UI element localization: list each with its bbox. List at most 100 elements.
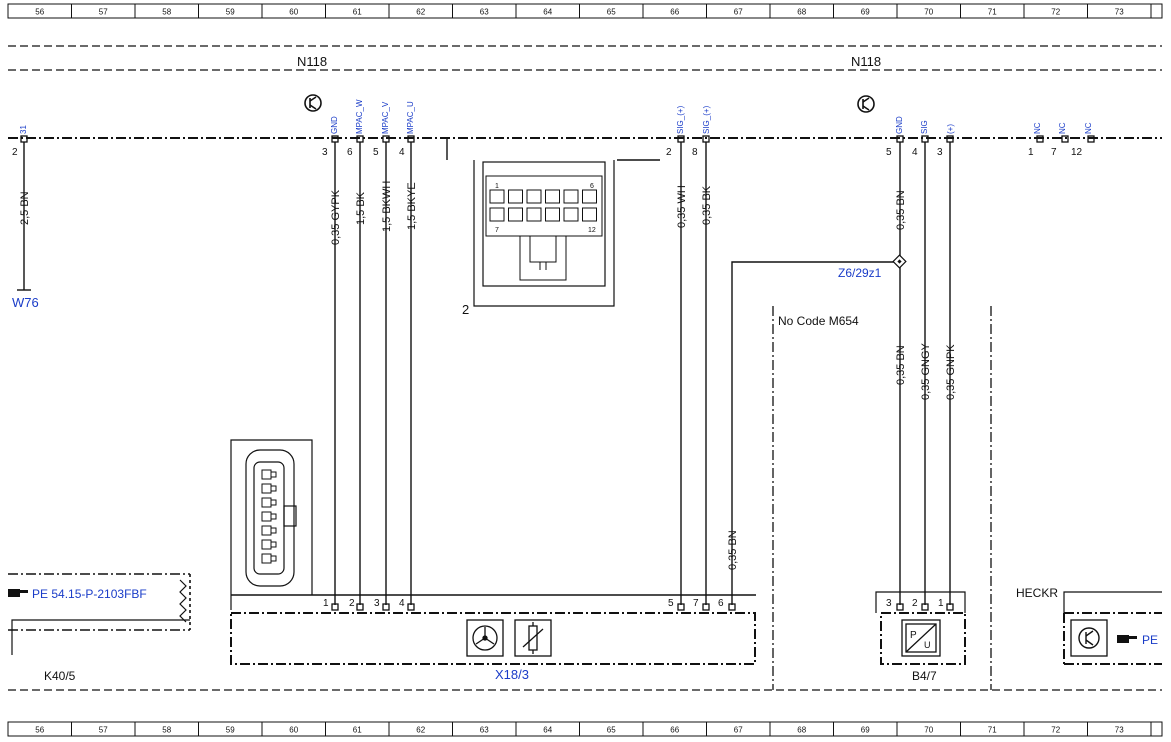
transistor-circle-icon xyxy=(304,94,322,112)
connector-cell xyxy=(582,207,597,222)
pressure-icon-letter: U xyxy=(924,640,931,650)
connector-cell xyxy=(508,207,523,222)
component-x18-3 xyxy=(230,612,756,665)
pin-number: 5 xyxy=(373,147,379,158)
grid-column-label: 60 xyxy=(289,726,298,735)
pin-terminal xyxy=(1036,135,1044,143)
connector-slots xyxy=(261,469,277,564)
grid-column-label: 61 xyxy=(353,726,362,735)
wire-label: 1,5 BK xyxy=(355,191,367,225)
grid-column-label: 67 xyxy=(734,8,743,17)
pin-number: 4 xyxy=(912,147,918,158)
ref-heckr: HECKR xyxy=(1016,586,1058,600)
module-label-n118-left: N118 xyxy=(297,54,327,69)
pin-label-sig: SIG xyxy=(920,120,929,134)
pin-number: 2 xyxy=(349,598,355,609)
grid-column-label: 56 xyxy=(35,726,44,735)
pin-number: 6 xyxy=(718,598,724,609)
module-label-n118-right: N118 xyxy=(851,54,881,69)
pin-number: 1 xyxy=(938,598,944,609)
pin-label-gnd-2: GND xyxy=(895,116,904,134)
ref-pe-54-15: PE 54.15-P-2103FBF xyxy=(32,587,147,601)
grid-column-label: 71 xyxy=(988,726,997,735)
three-phase-motor-icon xyxy=(466,619,504,657)
grid-column-label: 61 xyxy=(353,8,362,17)
connector-slot xyxy=(270,485,277,492)
grid-column-label: 65 xyxy=(607,726,616,735)
pin-number: 7 xyxy=(1051,147,1057,158)
pin-label-nc-2: NC xyxy=(1058,122,1067,134)
ptc-resistor-icon xyxy=(514,619,552,657)
pointing-hand-icon xyxy=(8,589,28,597)
pointing-hand-icon xyxy=(1117,635,1137,643)
pin-label-sig-plus-2: SIG_(+) xyxy=(702,105,711,134)
ref-b4-7: B4/7 xyxy=(912,669,937,683)
wire-label: 0,35 BN xyxy=(895,190,907,230)
connector-slot xyxy=(270,499,277,506)
connector-cell xyxy=(526,189,542,204)
pin-label-gnd: GND xyxy=(330,116,339,134)
wire-label: 0,35 GNPK xyxy=(945,344,957,400)
connector-pin-7: 7 xyxy=(495,227,499,234)
pin-numbers-bottom: 1 2 3 4 5 7 6 3 2 1 xyxy=(323,598,944,609)
grid-column-label: 67 xyxy=(734,726,743,735)
pin-number: 2 xyxy=(666,147,672,158)
grid-column-label: 66 xyxy=(670,726,679,735)
connector-cell xyxy=(526,207,542,222)
code-boundary xyxy=(772,306,992,690)
grid-column-label: 68 xyxy=(797,8,806,17)
wire-label: 0,35 GNGY xyxy=(920,342,932,400)
grid-column-label: 72 xyxy=(1051,8,1060,17)
connector-pin-6: 6 xyxy=(590,183,594,190)
pin-label-sig-plus-1: SIG_(+) xyxy=(676,105,685,134)
pin-number: 3 xyxy=(374,598,380,609)
connector-ref-2: 2 xyxy=(462,302,469,317)
pin-number: 2 xyxy=(12,147,18,158)
grid-column-label: 59 xyxy=(226,8,235,17)
grid-column-label: 58 xyxy=(162,8,171,17)
grid-column-label: 57 xyxy=(99,8,108,17)
grid-column-label: 62 xyxy=(416,726,425,735)
connector-cell xyxy=(489,189,505,204)
connector-pin-12: 12 xyxy=(588,227,596,234)
grid-column-label: 56 xyxy=(35,8,44,17)
pin-number: 8 xyxy=(692,147,698,158)
grid-column-label: 57 xyxy=(99,726,108,735)
pin-number: 2 xyxy=(912,598,918,609)
connector-cell xyxy=(545,189,560,204)
grid-column-label: 70 xyxy=(924,8,933,17)
connector-cell xyxy=(563,207,579,222)
pin-labels: 31 GND MPAC_W MPAC_V MPAC_U SIG_(+) SIG_… xyxy=(19,99,1093,134)
connector-slot xyxy=(270,555,277,562)
ref-w76: W76 xyxy=(12,295,39,310)
ref-pe-right: PE xyxy=(1142,633,1158,647)
component-k40-5 xyxy=(8,573,191,655)
wire-label: 1,5 BKWH xyxy=(381,181,393,232)
splice-point-z6 xyxy=(892,254,907,269)
component-b4-7 xyxy=(875,591,966,665)
grid-column-label: 62 xyxy=(416,8,425,17)
ref-k40-5: K40/5 xyxy=(44,669,76,683)
wire-label: 0,35 BN xyxy=(727,530,739,570)
grid-column-label: 58 xyxy=(162,726,171,735)
pin-number: 6 xyxy=(347,147,353,158)
grid-column-label: 66 xyxy=(670,8,679,17)
pin-label-mpac-u: MPAC_U xyxy=(406,101,415,134)
pressure-sensor-icon xyxy=(901,619,941,657)
connector-cell xyxy=(563,189,579,204)
pin-number: 5 xyxy=(668,598,674,609)
pin-number: 4 xyxy=(399,147,405,158)
pin-label-mpac-v: MPAC_V xyxy=(381,101,390,134)
transistor-circle-icon xyxy=(857,95,875,113)
pressure-icon-letter: P xyxy=(910,630,917,641)
pin-number: 3 xyxy=(937,147,943,158)
wire-label: 0,35 WH xyxy=(676,185,688,228)
connector-slot xyxy=(270,527,277,534)
wire-label: 1,5 BKYE xyxy=(406,182,418,230)
grid-column-label: 72 xyxy=(1051,726,1060,735)
module-boundary xyxy=(8,45,1162,71)
grid-column-label: 65 xyxy=(607,8,616,17)
